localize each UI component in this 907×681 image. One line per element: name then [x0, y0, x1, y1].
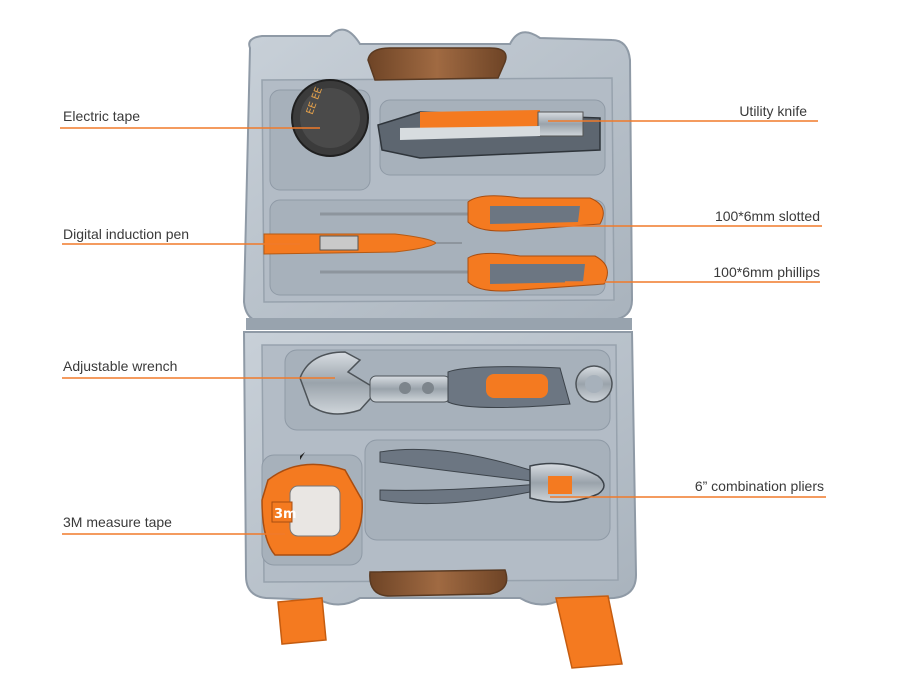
measure-badge-text: 3m: [274, 507, 297, 522]
measure-tape: 3m: [261, 452, 363, 556]
label-digital-induction-pen: Digital induction pen: [63, 226, 190, 242]
label-measure-tape: 3M measure tape: [63, 514, 172, 530]
leader-lines: [60, 120, 826, 535]
label-adjustable-wrench: Adjustable wrench: [63, 358, 178, 374]
label-slotted-screwdriver: 100*6mm slotted: [714, 208, 820, 224]
left-latch: [277, 597, 327, 645]
digital-induction-pen: [263, 233, 462, 255]
slotted-screwdriver: [320, 195, 604, 232]
utility-knife: [377, 110, 601, 159]
case-hinge: [246, 318, 632, 330]
label-combination-pliers: 6” combination pliers: [694, 478, 824, 494]
label-utility-knife: Utility knife: [739, 103, 807, 119]
label-phillips-screwdriver: 100*6mm phillips: [713, 264, 820, 280]
label-electric-tape: Electric tape: [63, 108, 141, 124]
adjustable-wrench: [299, 351, 613, 415]
combination-pliers: [379, 448, 605, 505]
electric-tape-roll: ЕЕ ЕЕ: [291, 79, 369, 157]
right-latch: [555, 595, 623, 669]
